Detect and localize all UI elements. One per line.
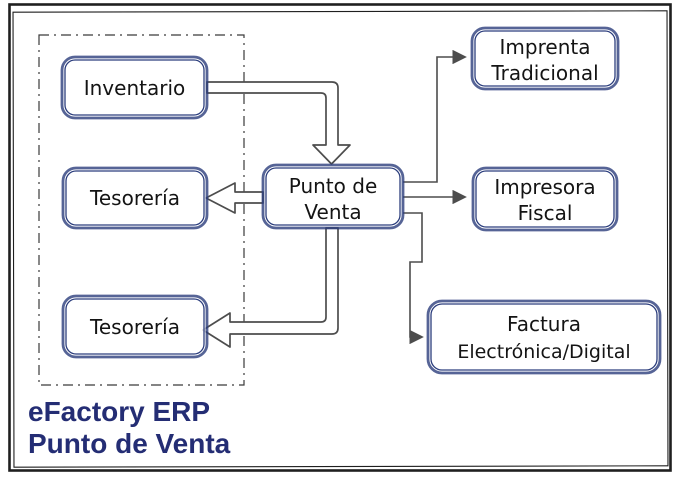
node-box [471,166,619,232]
arrow-punto-venta-to-tesoreria-media [205,182,264,214]
node-label: Inventario [84,76,186,100]
arrow-punto-venta-to-imprenta [403,49,467,183]
node-box-inner [64,59,205,116]
arrows [202,49,467,348]
node-label-line1: Impresora [494,175,595,199]
node-box [60,55,209,120]
node-label-line1: Punto de [289,174,378,198]
node-tesoreria-baja: Tesorería [61,294,209,359]
outer-frame-line [8,3,672,472]
node-label-line2: Fiscal [518,201,573,225]
node-factura-electronica: Factura Electrónica/Digital [426,299,662,375]
node-label-line2: Electrónica/Digital [457,341,630,363]
node-punto-venta: Punto de Venta [261,163,405,230]
node-label: Tesorería [89,315,180,339]
arrow-punto-venta-to-factura [403,212,424,345]
arrow-inventario-to-punto-venta [206,81,351,165]
node-box [426,299,662,375]
footer-title-line2: Punto de Venta [28,428,231,459]
node-box-inner [65,170,205,226]
node-label-line1: Imprenta [500,35,591,59]
node-label: Tesorería [89,186,180,210]
footer-title-line1: eFactory ERP [28,396,210,427]
node-tesoreria-media: Tesorería [61,166,209,230]
node-box [61,294,209,359]
node-box-inner [474,30,616,87]
node-label-line2: Venta [304,200,361,224]
node-impresora-fiscal: Impresora Fiscal [471,166,619,232]
inner-frame-line [12,10,669,468]
node-box [470,26,620,91]
node-imprenta-tradicional: Imprenta Tradicional [470,26,620,91]
node-box-inner [475,170,615,228]
footer-title: eFactory ERP Punto de Venta [28,396,231,459]
node-inventario: Inventario [60,55,209,120]
arrow-punto-venta-to-tesoreria-baja [202,227,339,348]
node-box [61,166,209,230]
node-box-inner [265,167,401,226]
internal-modules-boundary [38,34,245,386]
node-box-inner [430,303,658,371]
node-label-line2: Tradicional [490,61,598,85]
outer-frame [8,3,672,472]
node-label-line1: Factura [507,312,581,336]
node-box [261,163,405,230]
node-box-inner [65,298,205,355]
